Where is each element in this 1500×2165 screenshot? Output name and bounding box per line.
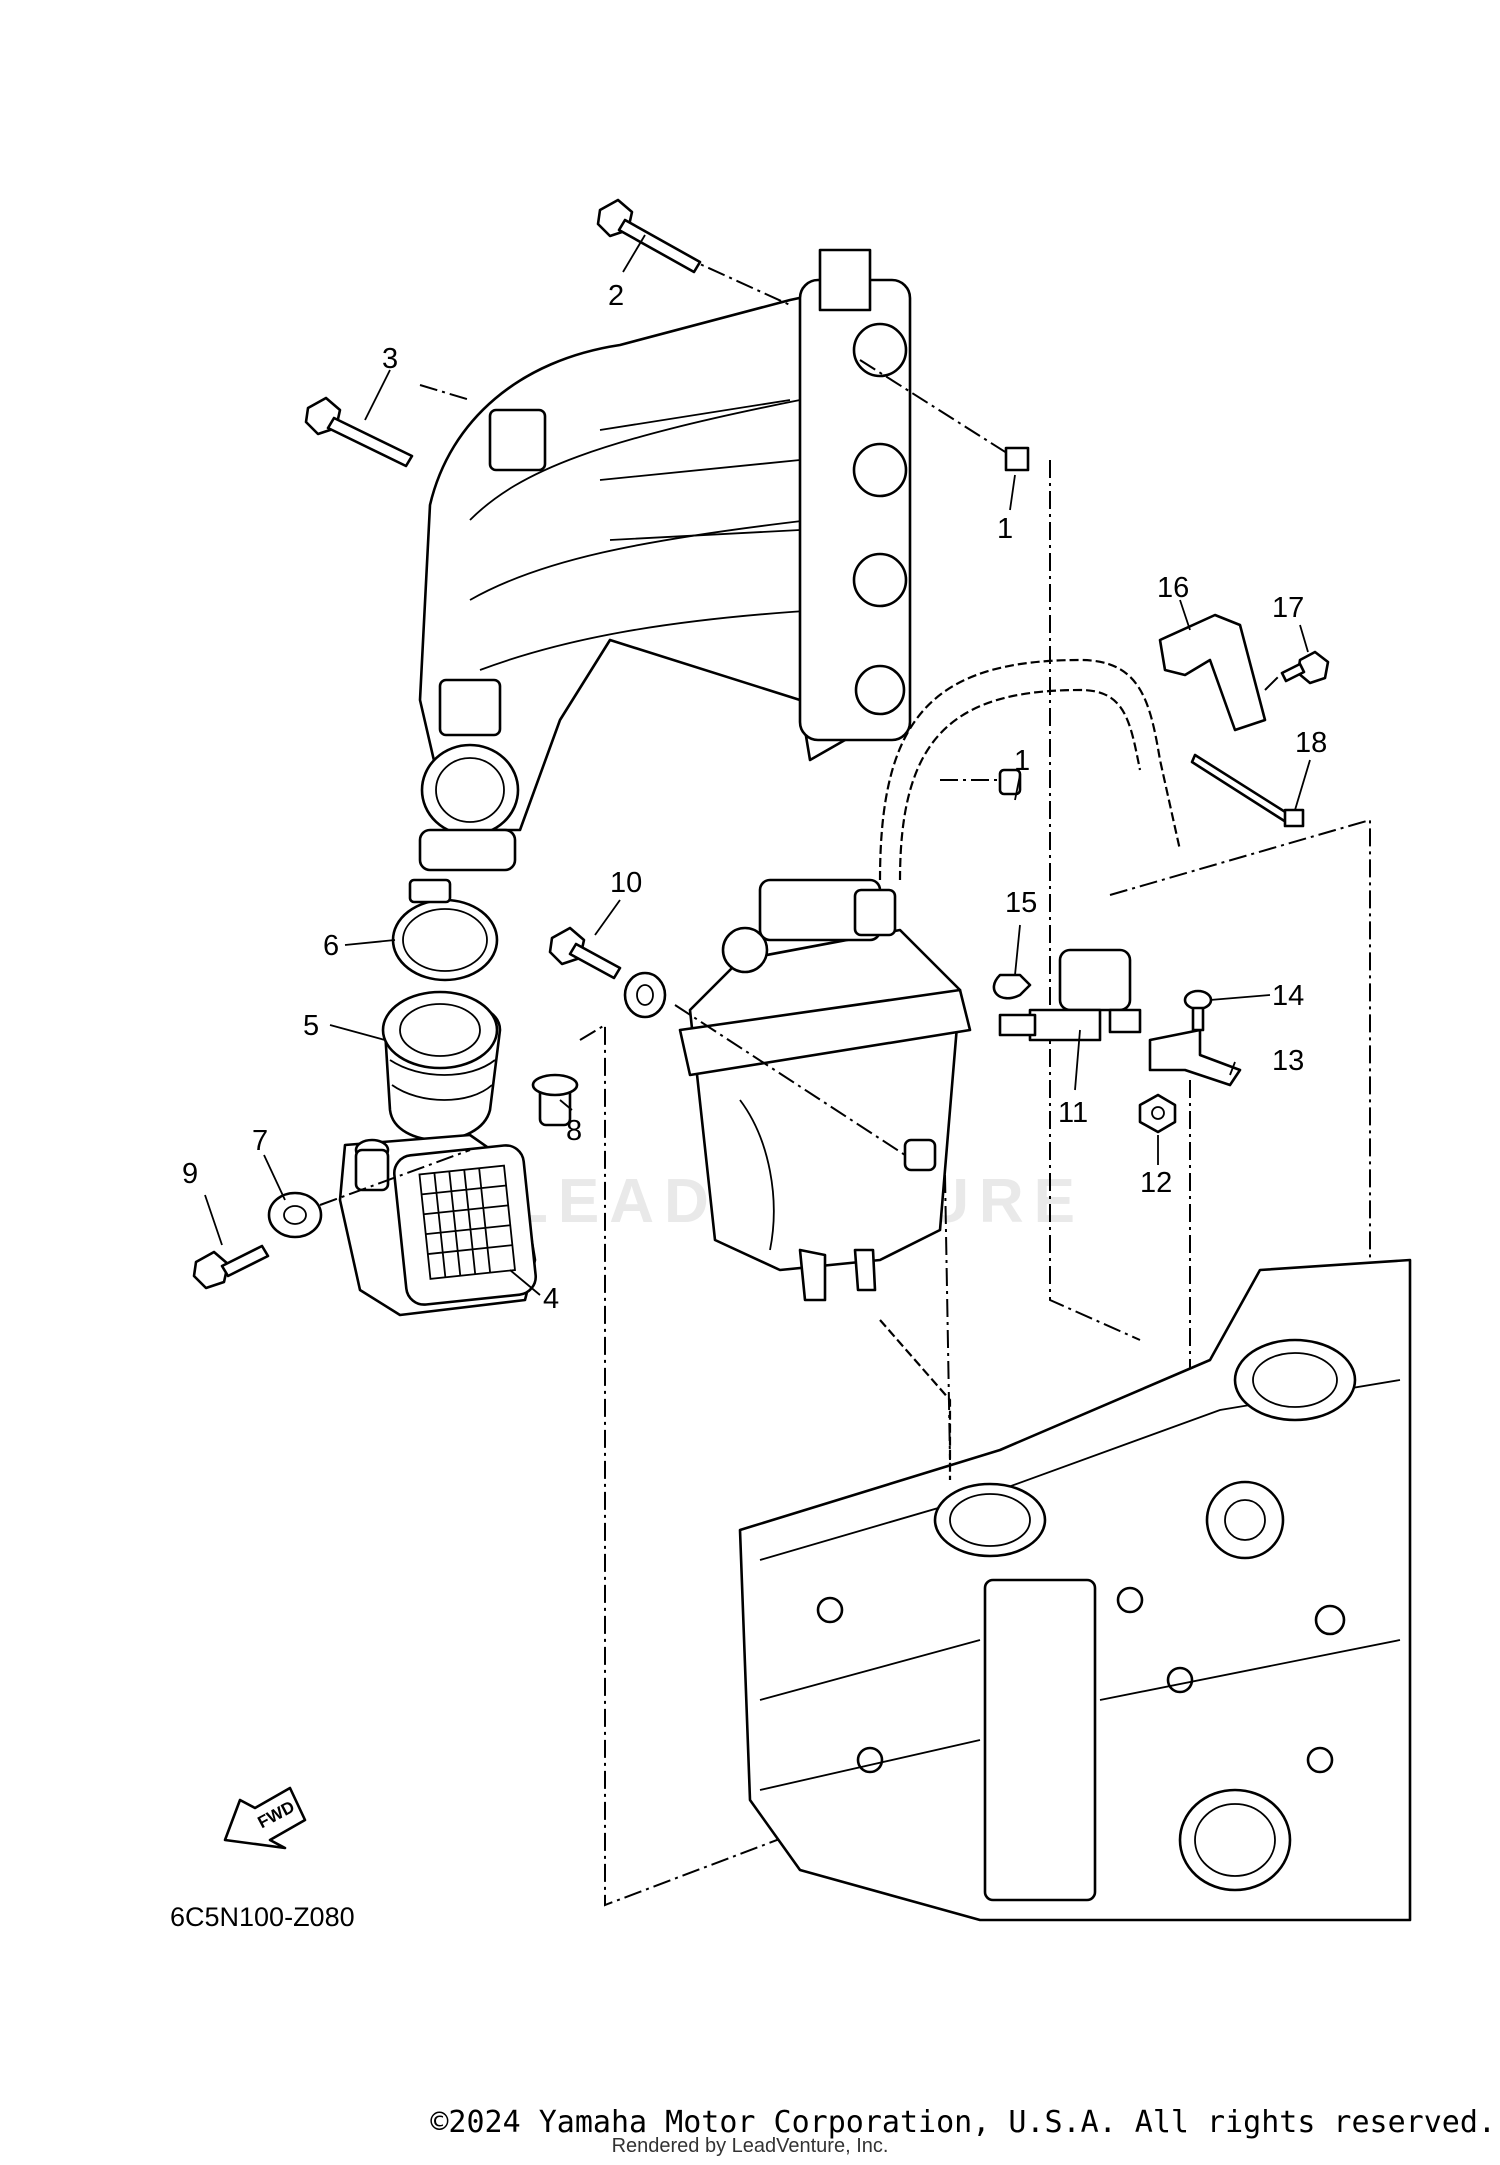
intake-hose[interactable] bbox=[381, 990, 502, 1142]
intake-silencer[interactable] bbox=[338, 1133, 538, 1317]
silencer-bolt[interactable] bbox=[192, 1244, 270, 1290]
rendered-by-credit: Rendered by LeadVenture, Inc. bbox=[611, 2135, 889, 2157]
callout-4[interactable]: 4 bbox=[543, 1283, 559, 1315]
callout-3[interactable]: 3 bbox=[382, 343, 398, 375]
manifold-bolt-long[interactable] bbox=[596, 198, 702, 274]
callout-9[interactable]: 9 bbox=[182, 1158, 198, 1190]
dowel-pin-upper[interactable] bbox=[859, 359, 1030, 472]
callout-13[interactable]: 13 bbox=[1272, 1045, 1304, 1077]
separator-collar[interactable] bbox=[903, 1138, 937, 1172]
grommet[interactable] bbox=[267, 1191, 323, 1239]
callout-7[interactable]: 7 bbox=[252, 1125, 268, 1157]
copyright-notice: ©2024 Yamaha Motor Corporation, U.S.A. A… bbox=[430, 2105, 1496, 2140]
separator-bolt[interactable] bbox=[548, 926, 622, 980]
callout-10[interactable]: 10 bbox=[610, 867, 642, 899]
mounting-bracket[interactable] bbox=[1148, 1028, 1242, 1087]
callout-18[interactable]: 18 bbox=[1295, 727, 1327, 759]
callout-1-upper[interactable]: 1 bbox=[997, 513, 1013, 545]
collar[interactable] bbox=[531, 1073, 579, 1127]
callout-2[interactable]: 2 bbox=[608, 280, 624, 312]
vapor-separator-assembly bbox=[678, 878, 972, 1302]
callout-11[interactable]: 11 bbox=[1058, 1097, 1088, 1129]
callout-15[interactable]: 15 bbox=[1005, 887, 1037, 919]
vent-solenoid-valve[interactable] bbox=[998, 948, 1142, 1042]
cylinder-block bbox=[738, 1258, 1412, 1922]
cover-bolt[interactable] bbox=[1280, 650, 1330, 685]
leader-lines bbox=[204, 234, 1311, 1296]
separator-grommet[interactable] bbox=[623, 971, 667, 1019]
dowel-pin-lower[interactable] bbox=[940, 768, 1022, 796]
callout-12[interactable]: 12 bbox=[1140, 1167, 1172, 1199]
hose-cover[interactable] bbox=[1158, 613, 1267, 732]
callout-17[interactable]: 17 bbox=[1272, 592, 1304, 624]
hex-nut[interactable] bbox=[1138, 1093, 1177, 1134]
manifold-bolt-short[interactable] bbox=[304, 396, 414, 468]
callout-1-lower[interactable]: 1 bbox=[1014, 745, 1030, 777]
callout-6[interactable]: 6 bbox=[323, 930, 339, 962]
diagram-code: 6C5N100-Z080 bbox=[170, 1902, 355, 1932]
callout-5[interactable]: 5 bbox=[303, 1010, 319, 1042]
callout-8[interactable]: 8 bbox=[566, 1115, 582, 1147]
callouts: 1 1 2 3 4 5 6 7 8 9 10 11 12 13 14 15 16… bbox=[182, 280, 1327, 1315]
bracket-screw[interactable] bbox=[1183, 989, 1213, 1032]
hose-clamp[interactable] bbox=[391, 878, 499, 982]
hose-clip[interactable] bbox=[992, 973, 1032, 1000]
callout-14[interactable]: 14 bbox=[1272, 980, 1304, 1012]
fwd-arrow-icon: FWD bbox=[223, 1786, 307, 1850]
callout-16[interactable]: 16 bbox=[1157, 572, 1189, 604]
intake-manifold[interactable] bbox=[418, 248, 912, 872]
cable-tie[interactable] bbox=[1190, 753, 1305, 828]
